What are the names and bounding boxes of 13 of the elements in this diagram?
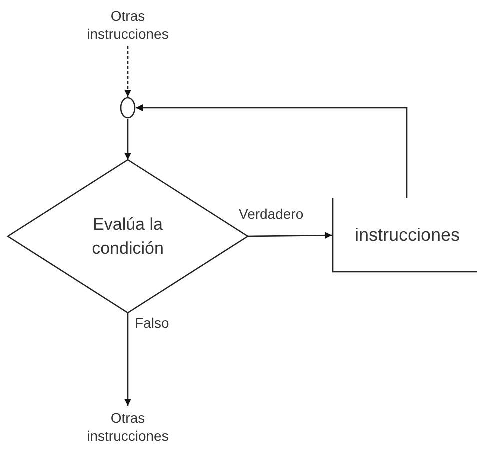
arrow	[124, 46, 132, 97]
arrow	[136, 104, 408, 198]
connector-circle	[120, 97, 136, 119]
process-box	[332, 198, 477, 273]
node-label: instrucciones	[354, 224, 460, 247]
edge-label: Verdadero	[238, 206, 305, 222]
arrow	[124, 313, 132, 406]
arrow	[124, 119, 132, 160]
node-label: Otras instrucciones	[86, 408, 170, 446]
arrow	[248, 232, 332, 240]
node-label: Evalúa la condición	[91, 214, 165, 260]
node-label: Otras instrucciones	[86, 6, 170, 44]
edge-label: Falso	[134, 315, 170, 331]
